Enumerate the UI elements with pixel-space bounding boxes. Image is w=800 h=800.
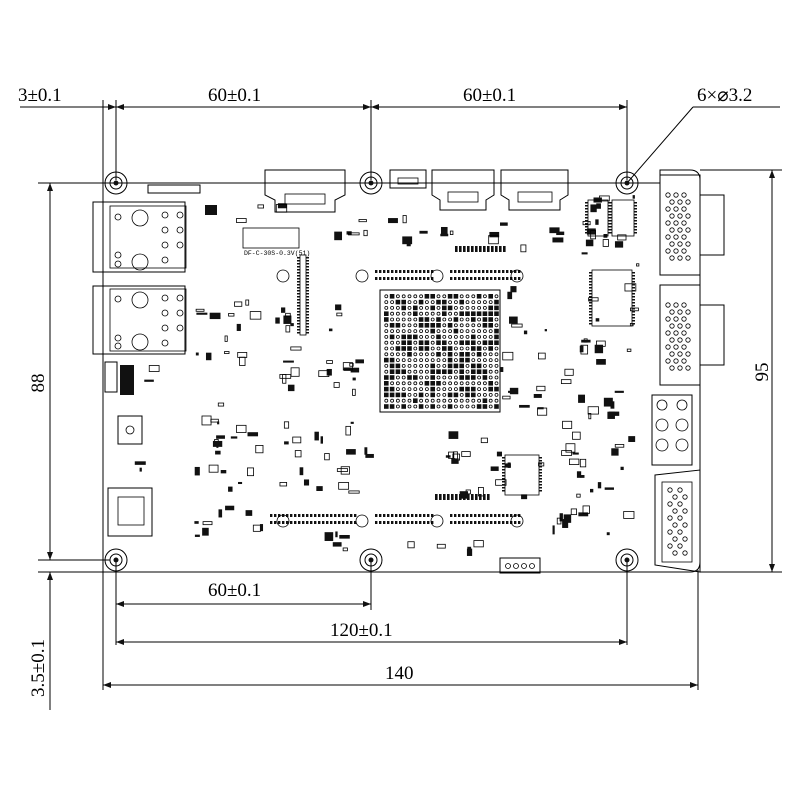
rj45-jack-bottom bbox=[92, 285, 187, 355]
dim-top-span-right: 60±0.1 bbox=[463, 85, 516, 106]
mounting-hole bbox=[104, 171, 128, 195]
mounting-hole bbox=[615, 548, 639, 572]
dim-left-bottom-offset: 3.5±0.1 bbox=[28, 639, 49, 697]
dim-bottom-span-120: 120±0.1 bbox=[330, 620, 393, 641]
dim-height-board: 95 bbox=[752, 363, 773, 382]
rj45-jack-top bbox=[92, 201, 187, 273]
mounting-hole bbox=[359, 548, 383, 572]
mounting-hole bbox=[615, 171, 639, 195]
vga-connector-bottom bbox=[659, 284, 725, 386]
dim-top-left-offset: 3±0.1 bbox=[18, 85, 62, 106]
side-switch-left bbox=[104, 361, 134, 395]
dimension-lines bbox=[20, 100, 782, 710]
audio-jacks bbox=[651, 394, 693, 466]
silkscreen: DF-C-30S-0.3V(51) bbox=[242, 227, 310, 257]
connectors bbox=[92, 169, 725, 574]
cpu-bga bbox=[379, 289, 501, 413]
dim-bottom-span-60: 60±0.1 bbox=[208, 580, 261, 601]
mounting-hole bbox=[104, 548, 128, 572]
db-connector-right bbox=[654, 469, 701, 573]
bottom-header bbox=[499, 557, 541, 574]
smd-components bbox=[134, 195, 640, 556]
micro-usb-connector bbox=[389, 169, 427, 189]
top-connector-2 bbox=[431, 169, 495, 211]
fpc-connector bbox=[147, 184, 217, 215]
top-connector-3 bbox=[500, 169, 569, 211]
usb-connector-left bbox=[107, 487, 153, 537]
top-connector-1 bbox=[264, 169, 346, 213]
vga-connector-top bbox=[659, 174, 725, 276]
dim-top-span-left: 60±0.1 bbox=[208, 85, 261, 106]
mounting-hole bbox=[359, 171, 383, 195]
dim-hole-spec: 6×⌀3.2 bbox=[697, 85, 752, 106]
dimension-labels: 3±0.1 60±0.1 60±0.1 6×⌀3.2 88 95 60±0.1 … bbox=[18, 85, 773, 697]
mounting-holes bbox=[104, 171, 639, 572]
dim-total-width: 140 bbox=[385, 663, 414, 684]
silkscreen-label: DF-C-30S-0.3V(51) bbox=[244, 250, 310, 257]
dim-height-holes: 88 bbox=[28, 374, 49, 393]
pin-row-headers bbox=[270, 269, 524, 528]
small-module-left bbox=[117, 415, 143, 445]
